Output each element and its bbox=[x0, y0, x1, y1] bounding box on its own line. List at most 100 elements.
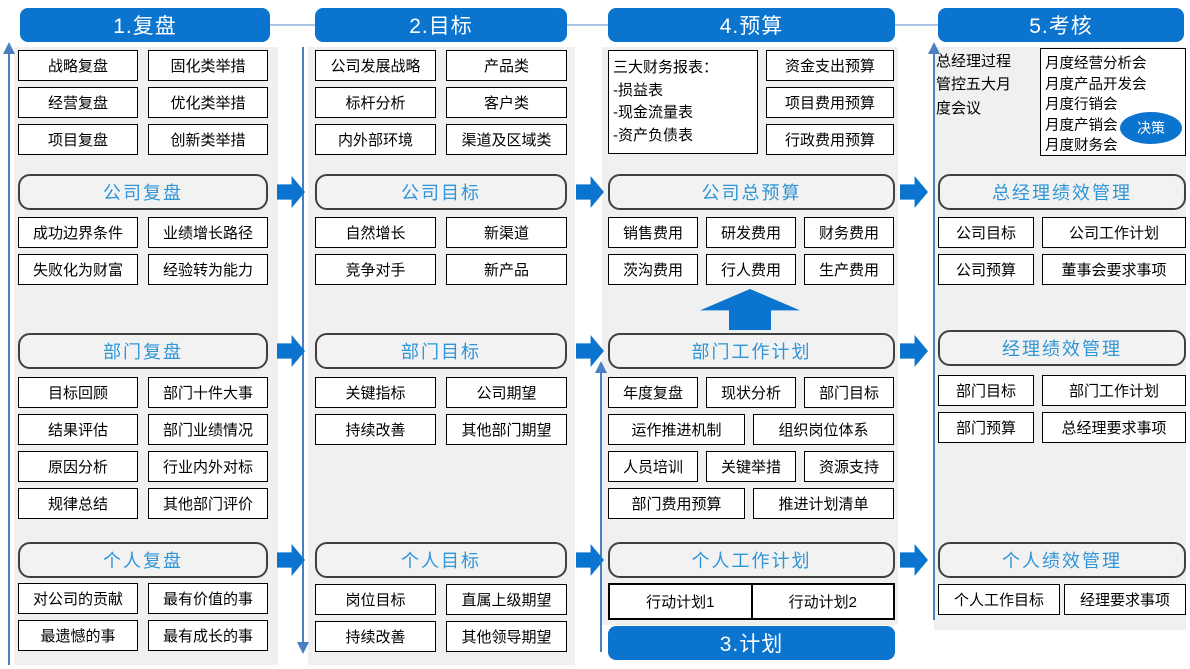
up-arrowhead-icon bbox=[928, 42, 940, 54]
flow-box: 部门目标 bbox=[938, 375, 1034, 406]
flow-box: 组织岗位体系 bbox=[753, 414, 894, 445]
flow-box: 失败化为财富 bbox=[18, 254, 138, 285]
flow-box: 生产费用 bbox=[804, 254, 894, 285]
flow-box: 经理要求事项 bbox=[1064, 584, 1186, 615]
flow-box: 部门业绩情况 bbox=[148, 414, 268, 445]
flow-box: 持续改善 bbox=[315, 414, 436, 445]
flow-box: 部门预算 bbox=[938, 412, 1034, 443]
flow-box: 目标回顾 bbox=[18, 377, 138, 408]
flow-box: 新渠道 bbox=[446, 217, 567, 248]
section-company-budget: 公司总预算 bbox=[608, 174, 895, 210]
flow-box: 标杆分析 bbox=[315, 87, 436, 118]
flow-box: 部门费用预算 bbox=[608, 488, 745, 519]
flow-box: 新产品 bbox=[446, 254, 567, 285]
flow-box: 研发费用 bbox=[706, 217, 796, 248]
flow-box: 推进计划清单 bbox=[753, 488, 894, 519]
section-personal-goal: 个人目标 bbox=[315, 542, 567, 578]
vline-assessment bbox=[933, 50, 935, 620]
flow-box: 产品类 bbox=[446, 50, 567, 81]
flow-box: 直属上级期望 bbox=[446, 584, 567, 615]
section-gm-performance: 总经理绩效管理 bbox=[938, 174, 1186, 210]
meeting-item: 月度产品开发会 bbox=[1045, 76, 1147, 93]
decision-badge: 决策 bbox=[1120, 112, 1182, 144]
flow-box: 其他部门评价 bbox=[148, 488, 268, 519]
flow-box: 总经理要求事项 bbox=[1042, 412, 1186, 443]
report-line: -资产负债表 bbox=[613, 126, 693, 144]
flow-box: 个人工作目标 bbox=[938, 584, 1060, 615]
header-assessment: 5.考核 bbox=[938, 8, 1184, 42]
flow-box: 对公司的贡献 bbox=[18, 583, 138, 614]
financial-reports-box: 三大财务报表： -损益表 -现金流量表 -资产负债表 bbox=[608, 50, 758, 154]
report-line: -现金流量表 bbox=[613, 104, 693, 121]
flow-box: 竞争对手 bbox=[315, 254, 436, 285]
report-line: -损益表 bbox=[613, 81, 663, 99]
flow-box: 成功边界条件 bbox=[18, 217, 138, 248]
flow-box: 运作推进机制 bbox=[608, 414, 745, 445]
report-title: 三大财务报表： bbox=[613, 59, 719, 76]
gm-monthly-meetings-note: 总经理过程管控五大月度会议 bbox=[936, 53, 1012, 117]
flow-box: 部门目标 bbox=[804, 377, 894, 408]
flow-box: 现状分析 bbox=[706, 377, 796, 408]
meeting-item: 月度产销会 bbox=[1045, 117, 1118, 134]
flow-box: 财务费用 bbox=[804, 217, 894, 248]
right-arrow-icon bbox=[900, 335, 928, 367]
flow-box: 持续改善 bbox=[315, 621, 436, 652]
flow-box: 关键指标 bbox=[315, 377, 436, 408]
flow-box: 关键举措 bbox=[706, 451, 796, 482]
flow-box: 董事会要求事项 bbox=[1042, 254, 1186, 285]
flow-box: 公司预算 bbox=[938, 254, 1034, 285]
flow-box: 结果评估 bbox=[18, 414, 138, 445]
meeting-item: 月度行销会 bbox=[1045, 97, 1118, 114]
connector-line bbox=[270, 24, 315, 26]
connector-line bbox=[567, 24, 608, 26]
vline-review bbox=[8, 50, 10, 665]
right-arrow-icon bbox=[277, 544, 305, 576]
right-arrow-icon bbox=[576, 176, 604, 208]
up-arrowhead-icon bbox=[3, 42, 15, 54]
header-budget: 4.预算 bbox=[608, 8, 895, 42]
flow-box: 行人费用 bbox=[706, 254, 796, 285]
action-plan-cell: 行动计划2 bbox=[788, 594, 857, 611]
flow-box: 客户类 bbox=[446, 87, 567, 118]
flow-box: 内外部环境 bbox=[315, 124, 436, 155]
down-arrowhead-icon bbox=[297, 642, 309, 654]
section-personal-review: 个人复盘 bbox=[18, 542, 268, 578]
flow-box: 经营复盘 bbox=[18, 87, 138, 118]
flow-box: 资金支出预算 bbox=[766, 50, 894, 81]
section-manager-performance: 经理绩效管理 bbox=[938, 330, 1186, 366]
section-personal-work-plan: 个人工作计划 bbox=[608, 542, 895, 578]
flow-box: 业绩增长路径 bbox=[148, 217, 268, 248]
right-arrow-icon bbox=[900, 176, 928, 208]
flow-box: 规律总结 bbox=[18, 488, 138, 519]
flow-box: 行业内外对标 bbox=[148, 451, 268, 482]
section-dept-review: 部门复盘 bbox=[18, 333, 268, 369]
flow-box: 创新类举措 bbox=[148, 124, 268, 155]
flow-box: 茨沟费用 bbox=[608, 254, 698, 285]
flow-box: 自然增长 bbox=[315, 217, 436, 248]
flow-box: 销售费用 bbox=[608, 217, 698, 248]
header-review: 1.复盘 bbox=[20, 8, 270, 42]
flow-box: 经验转为能力 bbox=[148, 254, 268, 285]
section-dept-goal: 部门目标 bbox=[315, 333, 567, 369]
flow-box: 公司发展战略 bbox=[315, 50, 436, 81]
flow-box: 行政费用预算 bbox=[766, 124, 894, 155]
flow-box: 其他部门期望 bbox=[446, 414, 567, 445]
flow-box: 最有成长的事 bbox=[148, 620, 268, 651]
flow-box: 资源支持 bbox=[804, 451, 894, 482]
flow-box: 原因分析 bbox=[18, 451, 138, 482]
action-plan-cell: 行动计划1 bbox=[610, 585, 753, 618]
flow-box: 最有价值的事 bbox=[148, 583, 268, 614]
section-dept-work-plan: 部门工作计划 bbox=[608, 333, 895, 369]
section-company-goal: 公司目标 bbox=[315, 174, 567, 210]
meeting-item: 月度财务会 bbox=[1045, 138, 1118, 155]
flow-box: 部门十件大事 bbox=[148, 377, 268, 408]
connector-line bbox=[895, 24, 938, 26]
flow-box: 年度复盘 bbox=[608, 377, 698, 408]
right-arrow-icon bbox=[900, 544, 928, 576]
flow-box: 渠道及区域类 bbox=[446, 124, 567, 155]
vline-goal bbox=[302, 47, 304, 644]
section-company-review: 公司复盘 bbox=[18, 174, 268, 210]
flow-box: 其他领导期望 bbox=[446, 621, 567, 652]
right-arrow-icon bbox=[277, 335, 305, 367]
